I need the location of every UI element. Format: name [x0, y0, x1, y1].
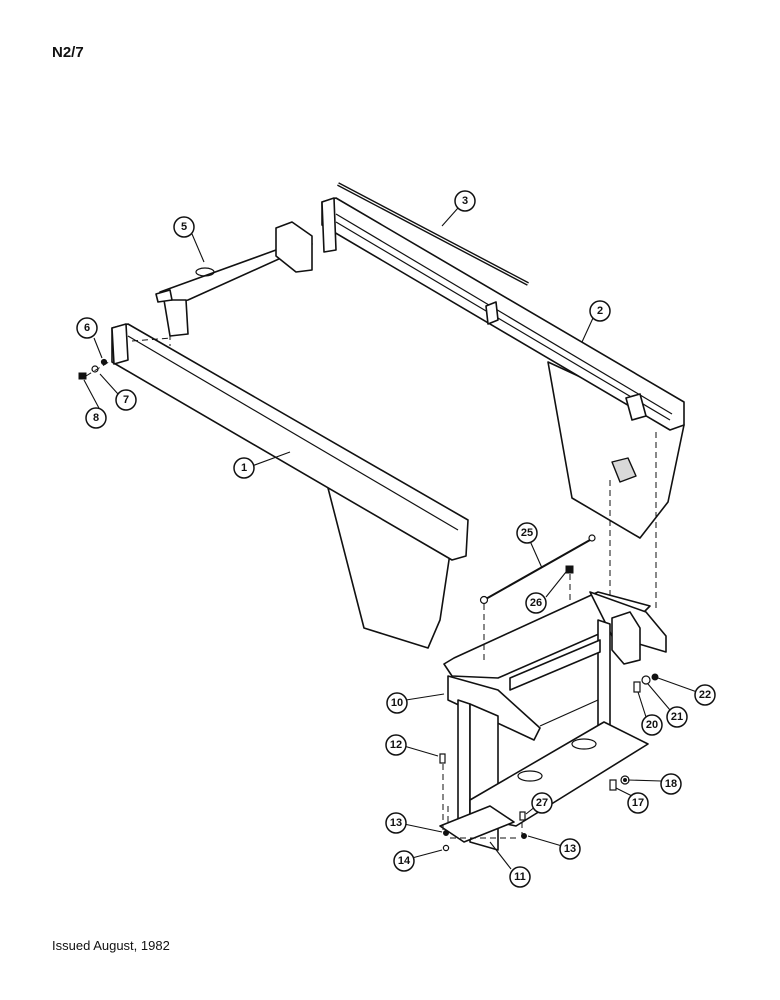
callout-2: 2	[589, 300, 611, 322]
callout-5: 5	[173, 216, 195, 238]
callout-10: 10	[386, 692, 408, 714]
callout-3: 3	[454, 190, 476, 212]
svg-text:27: 27	[536, 797, 548, 809]
part-5-bracket	[155, 221, 313, 346]
part-11-plate	[439, 805, 515, 843]
callout-21: 21	[666, 706, 688, 728]
svg-text:25: 25	[521, 527, 533, 539]
part-26-nut	[565, 565, 574, 574]
callout-13b: 13	[559, 838, 581, 860]
callout-11: 11	[509, 866, 531, 888]
callout-22: 22	[694, 684, 716, 706]
svg-text:21: 21	[671, 711, 683, 723]
callout-20: 20	[641, 714, 663, 736]
svg-text:5: 5	[181, 221, 187, 233]
part-2-right-panel	[321, 197, 685, 539]
svg-text:22: 22	[699, 689, 711, 701]
svg-text:12: 12	[390, 739, 402, 751]
callout-17: 17	[627, 792, 649, 814]
svg-text:1: 1	[241, 462, 247, 474]
callout-27: 27	[531, 792, 553, 814]
svg-text:8: 8	[93, 412, 99, 424]
part-25-link-rod	[479, 534, 596, 605]
svg-text:13: 13	[564, 843, 576, 855]
callout-25: 25	[516, 522, 538, 544]
leader-lines	[83, 207, 698, 870]
issued-date: Issued August, 1982	[52, 938, 170, 953]
part-3-rod	[337, 182, 529, 286]
svg-text:2: 2	[597, 305, 603, 317]
svg-text:7: 7	[123, 394, 129, 406]
callout-8: 8	[85, 407, 107, 429]
callout-26: 26	[525, 592, 547, 614]
alignment-lines	[442, 432, 657, 839]
callout-6: 6	[76, 317, 98, 339]
svg-text:18: 18	[665, 778, 677, 790]
svg-text:6: 6	[84, 322, 90, 334]
svg-text:11: 11	[514, 871, 526, 883]
page-code: N2/7	[52, 44, 84, 61]
callout-1: 1	[233, 457, 255, 479]
svg-text:3: 3	[462, 195, 468, 207]
svg-text:13: 13	[390, 817, 402, 829]
callout-18: 18	[660, 773, 682, 795]
callout-12: 12	[385, 734, 407, 756]
callout-7: 7	[115, 389, 137, 411]
svg-text:20: 20	[646, 719, 658, 731]
svg-text:10: 10	[391, 697, 403, 709]
fasteners-6-7-8	[78, 358, 113, 380]
callout-13: 13	[385, 812, 407, 834]
part-1-left-panel	[111, 323, 469, 649]
svg-text:17: 17	[632, 797, 644, 809]
callout-14: 14	[393, 850, 415, 872]
svg-text:14: 14	[398, 855, 411, 867]
svg-text:26: 26	[530, 597, 542, 609]
